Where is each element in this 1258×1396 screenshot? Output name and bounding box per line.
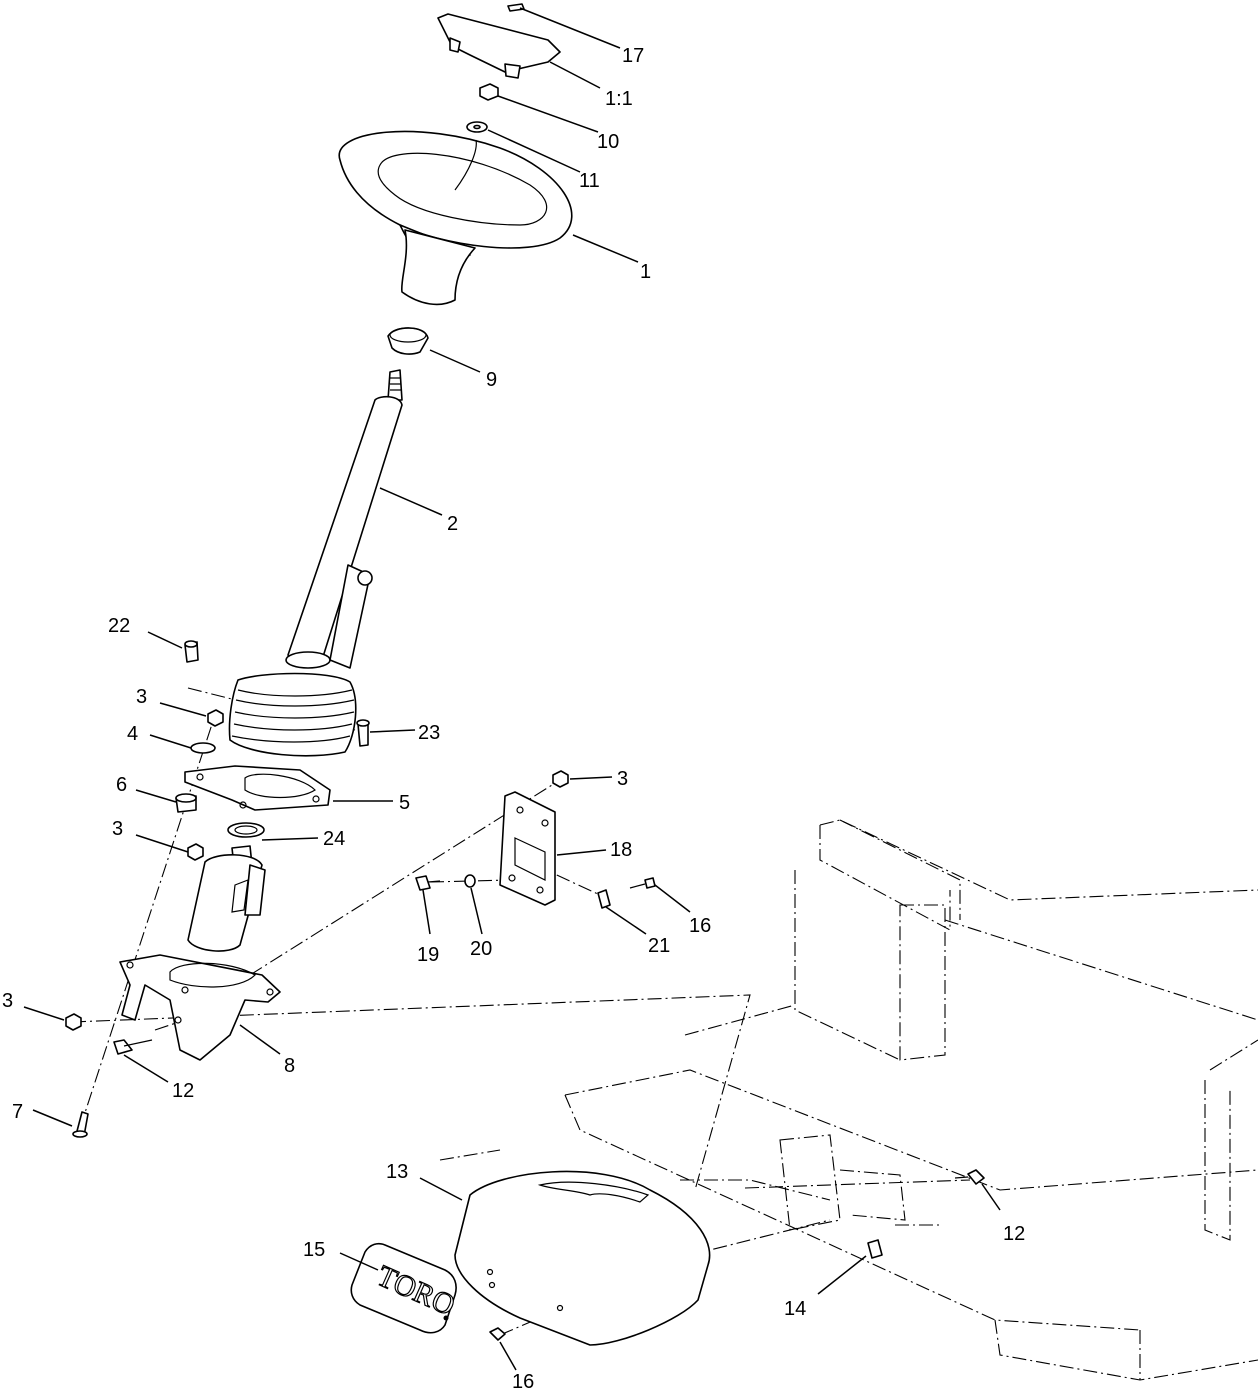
callout-6: 6 xyxy=(116,774,127,796)
callout-1: 1 xyxy=(640,261,651,283)
callout-20: 20 xyxy=(470,938,492,960)
part-3-nut-upper[interactable] xyxy=(207,709,224,727)
callout-13: 13 xyxy=(386,1161,408,1183)
callout-1-1: 1:1 xyxy=(605,88,633,110)
part-7-bolt[interactable] xyxy=(72,1111,89,1138)
callout-3-left: 3 xyxy=(2,990,13,1012)
part-6-grommet[interactable] xyxy=(175,793,197,813)
callout-12-left: 12 xyxy=(172,1080,194,1102)
part-11-washer[interactable] xyxy=(466,121,488,133)
callout-16-upper: 16 xyxy=(689,915,711,937)
part-8-bracket[interactable] xyxy=(119,954,281,1061)
part-22-bolt[interactable] xyxy=(184,640,199,663)
callout-3-upper: 3 xyxy=(136,686,147,708)
part-1-1-cap[interactable] xyxy=(437,13,561,79)
part-12-bolt-right[interactable] xyxy=(954,1169,985,1185)
part-9-bushing[interactable] xyxy=(387,327,429,355)
callout-labels: 17 1:1 10 11 1 9 2 22 3 4 23 3 6 5 3 24 … xyxy=(2,45,1025,1393)
callout-5: 5 xyxy=(399,792,410,814)
part-3-nut-mid[interactable] xyxy=(187,843,204,861)
callout-3-right: 3 xyxy=(617,768,628,790)
callout-10: 10 xyxy=(597,131,619,153)
part-12-bolt-left[interactable] xyxy=(113,1039,153,1055)
leader-lines xyxy=(23,7,1001,1371)
callout-12-right: 12 xyxy=(1003,1223,1025,1245)
part-15-decal[interactable]: TORO xyxy=(350,1242,460,1334)
callout-21: 21 xyxy=(648,935,670,957)
callout-4: 4 xyxy=(127,723,138,745)
callout-2: 2 xyxy=(447,513,458,535)
callout-7: 7 xyxy=(12,1101,23,1123)
part-1-steering-wheel[interactable] xyxy=(338,130,573,306)
part-18-plate[interactable] xyxy=(499,791,556,906)
callout-17: 17 xyxy=(622,45,644,67)
part-17-clip[interactable] xyxy=(507,3,525,12)
part-19-bolt[interactable] xyxy=(415,875,441,891)
part-13-cover[interactable] xyxy=(454,1170,711,1346)
callout-22: 22 xyxy=(108,615,130,637)
part-5-mounting-plate[interactable] xyxy=(184,765,331,811)
callout-11: 11 xyxy=(579,170,600,192)
chassis-frame xyxy=(564,819,1258,1381)
callout-23: 23 xyxy=(418,722,440,744)
part-16-screw-upper[interactable] xyxy=(629,877,656,889)
callout-16-lower: 16 xyxy=(512,1371,534,1393)
part-10-nut[interactable] xyxy=(479,83,499,101)
part-2-steering-column[interactable] xyxy=(228,369,403,757)
part-4-washer[interactable] xyxy=(190,742,216,754)
callout-8: 8 xyxy=(284,1055,295,1077)
part-3-nut-right[interactable] xyxy=(552,770,569,788)
part-3-nut-left[interactable] xyxy=(65,1013,82,1031)
callout-15: 15 xyxy=(303,1239,325,1261)
callout-3-mid: 3 xyxy=(112,818,123,840)
steering-valve-unit[interactable] xyxy=(187,845,266,952)
part-24-seal[interactable] xyxy=(227,822,265,838)
callout-24: 24 xyxy=(323,828,345,850)
part-21-clip[interactable] xyxy=(597,889,611,909)
callout-14: 14 xyxy=(784,1298,806,1320)
part-20-washer[interactable] xyxy=(464,874,476,888)
part-16-screw-lower[interactable] xyxy=(489,1327,506,1341)
part-23-bolt[interactable] xyxy=(356,719,370,747)
part-14-clip[interactable] xyxy=(867,1239,883,1259)
callout-9: 9 xyxy=(486,369,497,391)
callout-19: 19 xyxy=(417,944,439,966)
callout-18: 18 xyxy=(610,839,632,861)
